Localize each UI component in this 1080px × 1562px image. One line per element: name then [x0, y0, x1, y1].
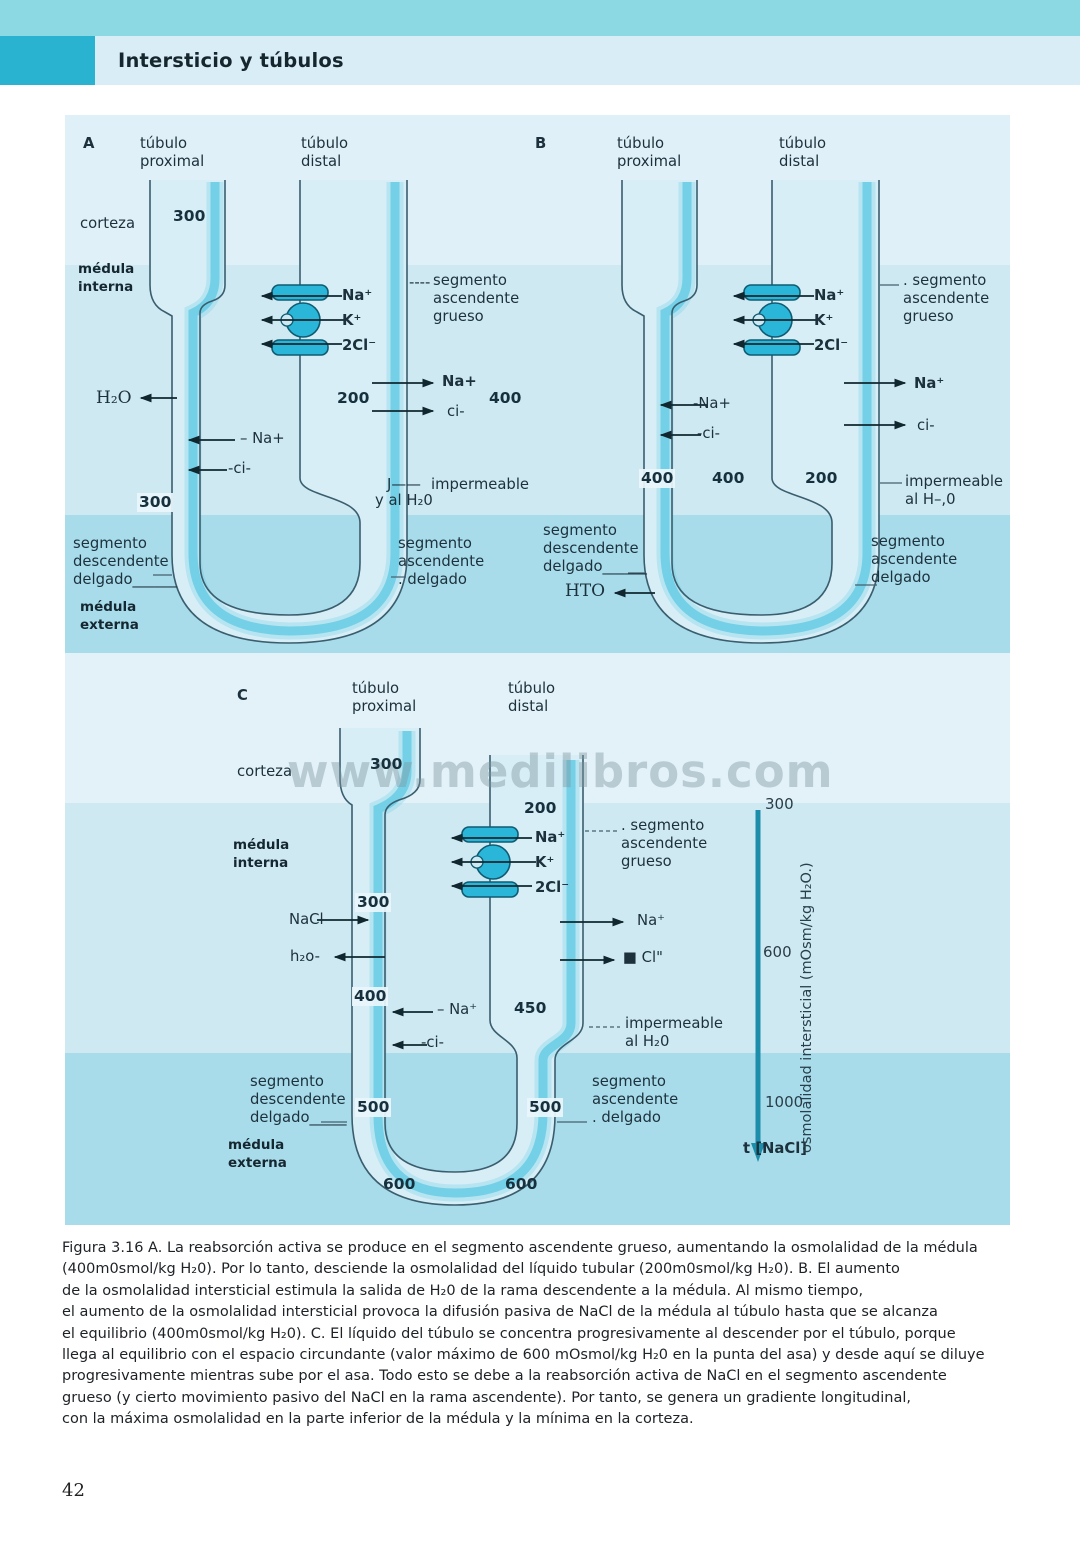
leader-dashes: ---- — [409, 274, 431, 291]
caption-line: progresivamente mientras sube por el asa… — [62, 1368, 947, 1385]
col-label-tubulo-distal: túbulo distal — [779, 135, 827, 171]
ion-label: 2Cl⁻ — [814, 337, 849, 354]
value-label: 400 — [639, 469, 676, 488]
ion-label: Na+ — [442, 373, 477, 390]
ion-label: -ci- — [421, 1034, 444, 1051]
value-label: 600 — [505, 1175, 538, 1193]
region-label-medula-externa: médula externa — [80, 599, 139, 633]
col-label-tubulo-distal: túbulo distal — [301, 135, 349, 171]
caption-line: el aumento de la osmolalidad intersticia… — [62, 1304, 938, 1321]
ion-label: – Na+ — [240, 430, 285, 447]
annotation-impermeable: impermeable al H–,0 — [905, 473, 1004, 509]
col-label-tubulo-proximal: túbulo proximal — [352, 680, 417, 716]
panel-c-tubes — [339, 728, 584, 1206]
value-label: 600 — [383, 1175, 416, 1193]
caption-line: el equilibrio (400m0smol/kg H₂0). C. El … — [62, 1325, 956, 1342]
ion-label: Na⁺ — [637, 912, 665, 929]
annotation-seg-desc-delgado: segmento descendente delgado______ — [73, 535, 177, 589]
section-header: Intersticio y túbulos — [95, 36, 1080, 85]
region-label-medula-externa: médula externa — [228, 1137, 287, 1171]
annotation-seg-asc-delgado: segmento ascendente . delgado — [398, 535, 485, 589]
ion-label: Na⁺ — [814, 287, 845, 304]
caption-line: llega al equilibrio con el espacio circu… — [62, 1347, 985, 1364]
panel-letter-b: B — [535, 135, 547, 152]
col-label-tubulo-distal: túbulo distal — [508, 680, 556, 716]
value-label: 400 — [489, 389, 522, 407]
page-title: Intersticio y túbulos — [118, 49, 344, 72]
osmolality-axis-arrow — [751, 810, 765, 1162]
watermark: www.medilibros.com — [287, 745, 834, 798]
annotation-impermeable: y al H₂0 — [375, 492, 433, 509]
value-label: 200 — [805, 469, 838, 487]
ion-label: ■ Cl" — [623, 949, 663, 966]
ion-label: K⁺ — [342, 312, 362, 329]
value-label: 400 — [352, 987, 389, 1006]
value-label: 300 — [173, 207, 206, 225]
annotation-seg-asc-grueso: . segmento ascendente grueso — [903, 272, 990, 326]
ion-label: Na⁺ — [535, 829, 566, 846]
region-label-medula-interna: médula interna — [233, 837, 290, 871]
caption-line: grueso (y cierto movimiento pasivo del N… — [62, 1389, 911, 1406]
ion-label: -Na+ — [693, 395, 731, 412]
annotation-impermeable: impermeable al H₂0 — [625, 1015, 724, 1051]
axis-tick: 300 — [765, 795, 794, 813]
annotation-seg-asc-grueso: segmento ascendente grueso — [433, 272, 520, 326]
ion-label: ci- — [917, 417, 935, 434]
value-label: 450 — [514, 999, 547, 1017]
value-label: 500 — [527, 1098, 564, 1117]
region-label-medula-interna: médula interna — [78, 261, 135, 295]
axis-label-osmolalidad: osmolalidad intersticial (mOsm/kg H₂O.) — [799, 862, 815, 1153]
panel-letter-c: C — [237, 687, 248, 704]
annotation-seg-asc-grueso: . segmento ascendente grueso — [621, 817, 708, 871]
value-label: 400 — [712, 469, 745, 487]
leader-dashes: J—— — [387, 476, 421, 493]
ion-label: H₂O — [96, 388, 132, 408]
ion-label: ci- — [447, 403, 465, 420]
value-label: 200 — [337, 389, 370, 407]
ion-label: NaCl — [289, 911, 324, 928]
region-label-corteza: corteza — [80, 215, 136, 232]
ion-label: Na⁺ — [914, 375, 945, 392]
ion-label: h₂o- — [290, 948, 320, 965]
axis-tick: 1000 — [765, 1093, 804, 1111]
axis-label-t-nacl: t [NaCl] — [743, 1140, 808, 1157]
figure-caption: Figura 3.16 A. La reabsorción activa se … — [62, 1238, 1042, 1431]
flux-arrows — [139, 284, 907, 1123]
annotation-seg-asc-delgado: segmento ascendente delgado — [871, 533, 958, 587]
annotation-seg-asc-delgado: segmento ascendente . delgado — [592, 1073, 679, 1127]
region-label-corteza: corteza — [237, 763, 293, 780]
caption-line: (400m0smol/kg H₂0). Por lo tanto, descie… — [62, 1261, 900, 1278]
page-number: 42 — [62, 1480, 85, 1501]
ion-label: -ci- — [697, 425, 720, 442]
ion-label: – Na⁺ — [437, 1001, 478, 1018]
ion-label: K⁺ — [814, 312, 834, 329]
ion-label: K⁺ — [535, 854, 555, 871]
ion-label: 2Cl⁻ — [342, 337, 377, 354]
chapter-color-square — [0, 36, 95, 85]
annotation-seg-desc-delgado: segmento descendente delgado______ — [543, 522, 647, 576]
annotation-impermeable: impermeable — [431, 476, 530, 493]
col-label-tubulo-proximal: túbulo proximal — [617, 135, 682, 171]
axis-tick: 600 — [763, 943, 792, 961]
value-label: 300 — [355, 893, 392, 912]
panel-letter-a: A — [83, 135, 95, 152]
value-label: 300 — [370, 755, 403, 773]
ion-label: HTO — [565, 581, 606, 601]
col-label-tubulo-proximal: túbulo proximal — [140, 135, 205, 171]
caption-line: de la osmolalidad intersticial estimula … — [62, 1282, 864, 1299]
annotation-seg-desc-delgado: segmento descendente delgado_____ — [250, 1073, 347, 1127]
caption-line: con la máxima osmolalidad en la parte in… — [62, 1411, 694, 1428]
value-label: 500 — [355, 1098, 392, 1117]
caption-line: Figura 3.16 A. La reabsorción activa se … — [62, 1240, 978, 1256]
ion-label: 2Cl⁻ — [535, 879, 570, 896]
page-top-band — [0, 0, 1080, 36]
ion-label: Na⁺ — [342, 287, 373, 304]
value-label: 300 — [137, 493, 174, 512]
tubes-diagram-svg — [139, 115, 907, 1206]
value-label: 200 — [524, 799, 557, 817]
ion-label: -ci- — [228, 460, 251, 477]
